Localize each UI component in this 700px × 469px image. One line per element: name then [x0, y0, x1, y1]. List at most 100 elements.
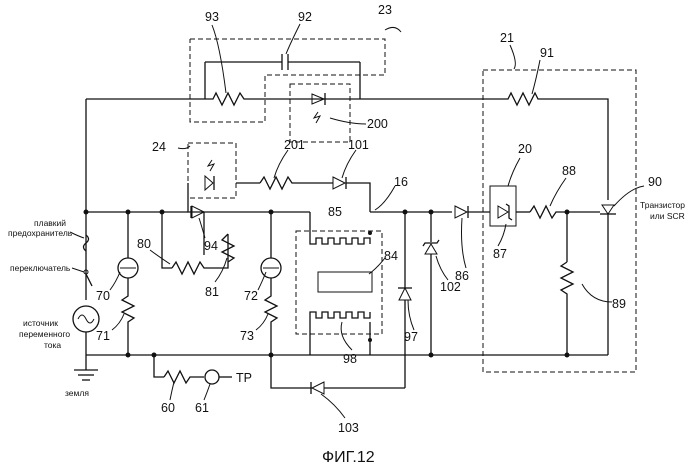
ref-98: 98 [343, 352, 357, 366]
ref-72: 72 [244, 289, 258, 303]
junction [565, 353, 570, 358]
leader-20 [508, 158, 520, 186]
device-61-icon [205, 370, 219, 384]
leader-21 [510, 45, 515, 69]
label-source-2: переменного [19, 329, 70, 339]
leader-23 [385, 27, 401, 32]
leader-73 [256, 314, 268, 330]
resistor-201 [260, 177, 333, 189]
leader-80 [150, 250, 170, 264]
ref-71: 71 [96, 329, 110, 343]
resistor-93 [205, 93, 250, 105]
leader-93 [212, 25, 226, 93]
ref-16: 16 [394, 175, 408, 189]
ref-61: 61 [195, 401, 209, 415]
ref-201: 201 [284, 138, 305, 152]
diode-101 [333, 177, 345, 189]
opto-24-arrow [208, 160, 214, 171]
leader-98 [341, 322, 352, 350]
coil-98 [310, 312, 370, 322]
ref-73: 73 [240, 329, 254, 343]
ref-103: 103 [338, 421, 359, 435]
ref-88: 88 [562, 164, 576, 178]
diode-103 [312, 382, 324, 394]
leader-91 [532, 60, 540, 94]
label-tp: TP [236, 371, 252, 385]
label-source: источник [23, 318, 58, 328]
leader-72 [258, 272, 266, 290]
coil-85 [310, 234, 370, 244]
dot-98 [368, 338, 372, 342]
leader-86 [462, 218, 467, 268]
zener-87-bar [506, 204, 512, 220]
leader-84 [369, 258, 385, 274]
wire-91-right [545, 99, 608, 200]
ref-85: 85 [328, 205, 342, 219]
ref-93: 93 [205, 10, 219, 24]
label-fuse-2: предохранитель [8, 228, 73, 238]
junction [126, 353, 131, 358]
core-84 [318, 272, 372, 292]
resistor-91 [502, 93, 545, 105]
junction [429, 353, 434, 358]
wire-60 [154, 355, 164, 377]
ref-84: 84 [384, 249, 398, 263]
junction [84, 210, 89, 215]
junction [269, 210, 274, 215]
switch-blade [86, 274, 92, 286]
resistor-80 [172, 262, 222, 274]
label-source-3: тока [44, 340, 61, 350]
resistor-89 [561, 262, 573, 355]
leader-16 [375, 186, 395, 210]
ref-21: 21 [500, 31, 514, 45]
box-20 [490, 186, 516, 226]
ref-81: 81 [205, 285, 219, 299]
leader-102 [436, 256, 448, 280]
ref-90: 90 [648, 175, 662, 189]
ref-92: 92 [298, 10, 312, 24]
resistor-71 [122, 278, 134, 355]
ref-80: 80 [137, 237, 151, 251]
box-24 [188, 143, 236, 198]
junction [126, 210, 131, 215]
ref-97: 97 [404, 330, 418, 344]
junction [565, 210, 570, 215]
leader-97 [408, 300, 414, 330]
label-transistor: Транзистор [640, 200, 685, 210]
junction [403, 210, 408, 215]
ref-91: 91 [540, 46, 554, 60]
junction [160, 210, 165, 215]
ref-70: 70 [96, 289, 110, 303]
ref-89: 89 [612, 297, 626, 311]
box-21 [483, 70, 636, 372]
ref-102: 102 [440, 280, 461, 294]
diode-97 [399, 288, 411, 300]
resistor-60 [164, 371, 204, 383]
leader-200 [330, 118, 366, 124]
transistor-90 [602, 205, 614, 214]
leader-87 [498, 224, 506, 246]
leader-70 [110, 272, 120, 290]
leader-61 [204, 384, 210, 400]
ref-60: 60 [161, 401, 175, 415]
leader-88 [550, 178, 566, 206]
label-switch: переключатель [10, 263, 71, 273]
leader-201 [274, 150, 288, 178]
leader-71 [112, 314, 124, 330]
leader-switch [72, 268, 84, 272]
ref-20: 20 [518, 142, 532, 156]
ref-87: 87 [493, 247, 507, 261]
leader-103 [321, 394, 345, 418]
label-fuse: плавкий [34, 218, 66, 228]
junction [429, 210, 434, 215]
ref-200: 200 [367, 117, 388, 131]
dot-85 [368, 231, 372, 235]
leader-81 [215, 258, 227, 282]
box-200 [290, 84, 350, 142]
diode-86 [455, 206, 467, 218]
ref-94: 94 [204, 239, 218, 253]
leader-101 [342, 150, 356, 178]
zener-102 [425, 244, 437, 254]
